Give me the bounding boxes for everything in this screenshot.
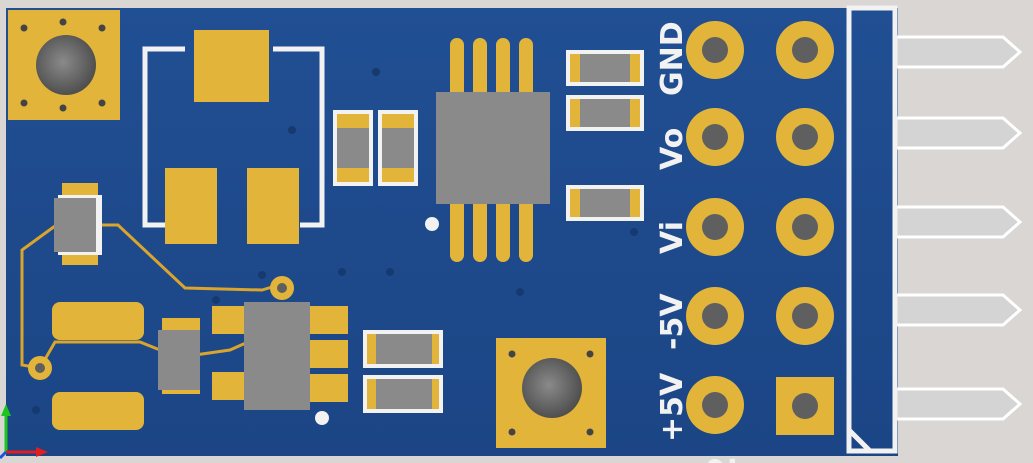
inductor-outline bbox=[142, 46, 325, 228]
regulator-ic bbox=[212, 302, 348, 410]
header-pads-column-1 bbox=[686, 21, 744, 434]
capacitor-lower bbox=[363, 330, 443, 413]
main-ic bbox=[436, 38, 550, 262]
header-outline bbox=[846, 5, 898, 454]
inductor-pad-right bbox=[247, 168, 299, 244]
pin-label-vo: Vo bbox=[655, 128, 690, 170]
header-pin-1 bbox=[893, 35, 1023, 69]
fiducial-top bbox=[425, 217, 439, 231]
vias bbox=[32, 68, 638, 414]
transistor-mid bbox=[158, 318, 200, 394]
pin-label-plus-5v: +5V bbox=[655, 372, 690, 442]
header-pin-2 bbox=[893, 116, 1023, 150]
header-pin-3 bbox=[893, 205, 1023, 239]
capacitor-pair bbox=[333, 110, 418, 186]
board-label-fragment: 2 bbox=[700, 456, 744, 463]
pad-long-bottom bbox=[52, 392, 144, 430]
pad-long-top bbox=[52, 302, 144, 340]
header-pads-column-2 bbox=[776, 21, 834, 435]
header-pin-4 bbox=[893, 293, 1023, 327]
transistor-left bbox=[54, 183, 102, 265]
axis-triad-icon bbox=[0, 404, 48, 460]
pin-label-vi: Vi bbox=[655, 221, 690, 254]
inductor-pad-left bbox=[165, 168, 217, 244]
inductor-pad-top bbox=[194, 30, 269, 102]
pin-label-minus-5v: -5V bbox=[655, 293, 690, 350]
fiducial-bottom bbox=[315, 411, 329, 425]
resistor-column bbox=[566, 50, 644, 221]
mounting-hole-top-left bbox=[8, 10, 120, 120]
pin-labels: GND Vo Vi -5V +5V bbox=[655, 21, 690, 442]
pin-label-gnd: GND bbox=[655, 21, 690, 96]
header-pins bbox=[893, 35, 1023, 421]
mounting-hole-bottom bbox=[496, 338, 606, 448]
header-pin-5 bbox=[893, 387, 1023, 421]
